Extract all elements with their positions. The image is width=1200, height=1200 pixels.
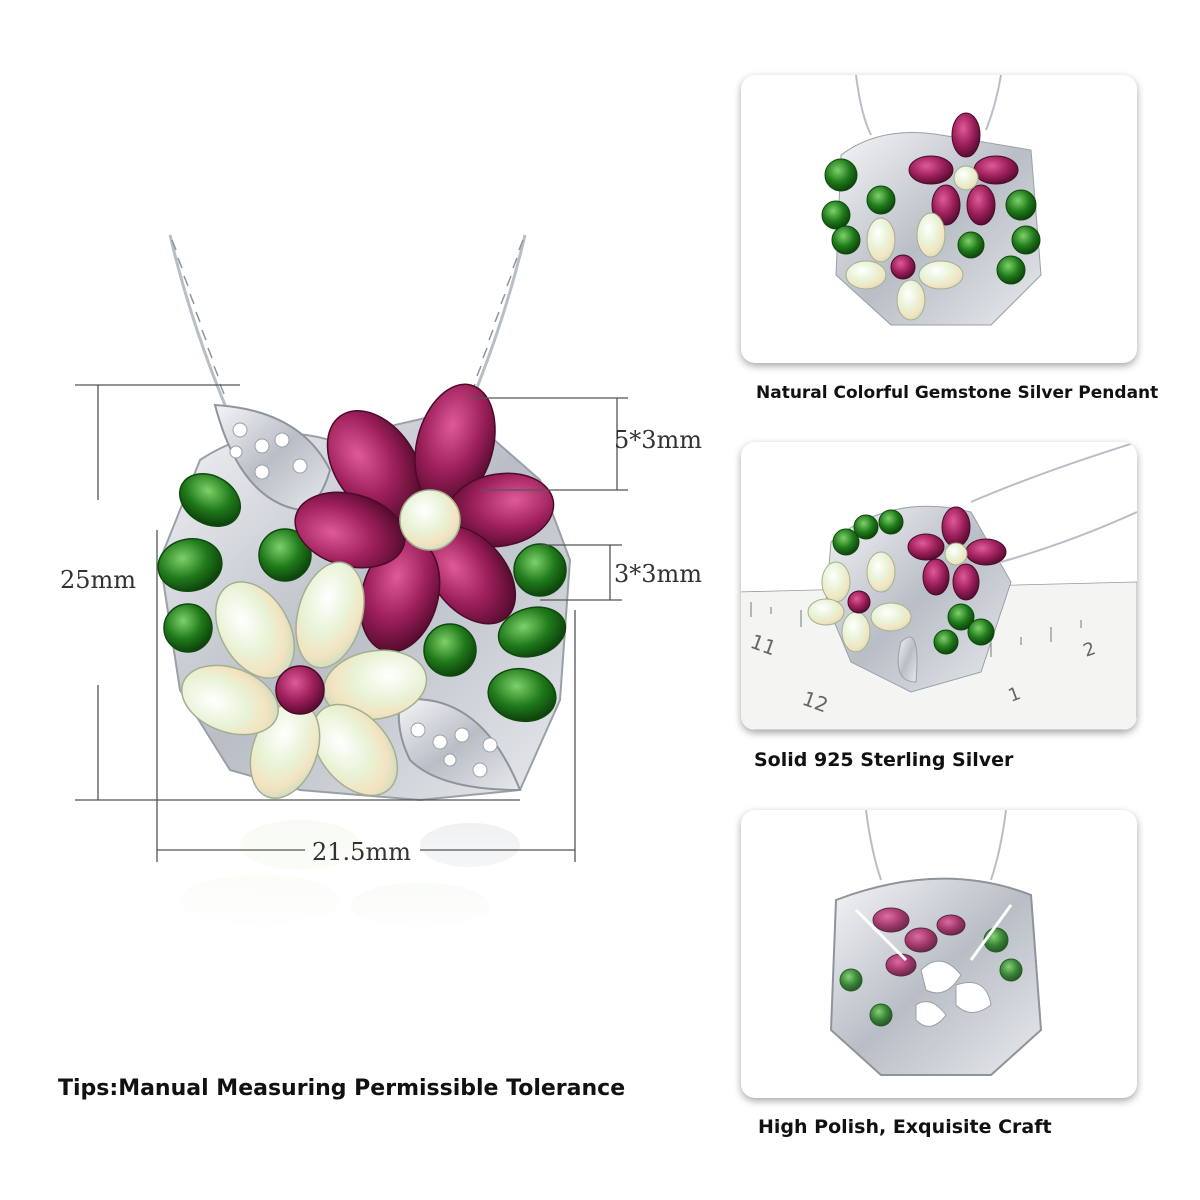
pendant-back-image [829, 810, 1043, 1076]
tolerance-tip: Tips:Manual Measuring Permissible Tolera… [58, 1076, 626, 1101]
product-card-front[interactable] [741, 75, 1137, 363]
dimension-width-label: 21.5mm [312, 838, 411, 866]
card-caption-3: High Polish, Exquisite Craft [758, 1116, 1052, 1138]
product-card-ruler[interactable]: 11 12 1 2 [741, 442, 1137, 730]
diopside-stones [157, 473, 567, 723]
card-caption-1: Natural Colorful Gemstone Silver Pendant [756, 383, 1159, 403]
dimension-petal-label: 5*3mm [614, 426, 703, 454]
dimension-height-label: 25mm [60, 566, 137, 594]
card-caption-2: Solid 925 Sterling Silver [754, 749, 1014, 771]
garnet-flower [294, 383, 555, 653]
dimension-lines [75, 384, 628, 862]
opal-flower [181, 561, 428, 799]
pendant-ruler-image: 11 12 1 2 [741, 442, 1137, 730]
chain [168, 234, 527, 406]
silver-leaf-bottom [397, 698, 522, 792]
pendant-front-image [821, 75, 1042, 326]
product-card-back[interactable] [741, 810, 1137, 1098]
dimension-stone-label: 3*3mm [614, 560, 703, 588]
